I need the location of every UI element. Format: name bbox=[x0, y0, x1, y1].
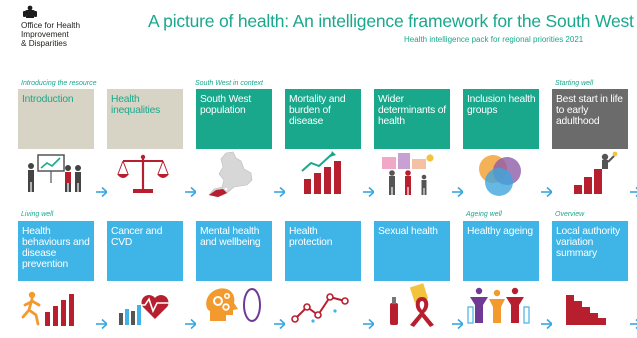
tile-title: South West population bbox=[200, 94, 252, 116]
ribbon-bottle-icon bbox=[390, 283, 434, 327]
head-gears-icon bbox=[206, 288, 261, 322]
tile-header: Wider determinants of health bbox=[374, 89, 450, 149]
tile-header: Mental health and wellbeing bbox=[196, 221, 272, 281]
tile-header: Cancer and CVD bbox=[107, 221, 183, 281]
tile-south-west-population[interactable]: South West population bbox=[196, 89, 272, 201]
stepped-bars-icon bbox=[566, 295, 606, 325]
tile-header: Best start in life to early adulthood bbox=[552, 89, 628, 149]
tile-header: Introduction bbox=[18, 89, 94, 149]
england-map-icon bbox=[208, 151, 253, 198]
tile-title: Wider determinants of health bbox=[378, 94, 446, 127]
tile-health-behaviours-and-disease-prevention[interactable]: Health behaviours and disease prevention bbox=[18, 221, 94, 333]
section-label-introducing: Introducing the resource bbox=[21, 80, 97, 87]
tile-title: Best start in life to early adulthood bbox=[556, 94, 623, 127]
section-label-overview: Overview bbox=[555, 211, 585, 218]
tile-title: Healthy ageing bbox=[467, 226, 533, 237]
tile-inclusion-health-groups[interactable]: Inclusion health groups bbox=[463, 89, 539, 201]
tile-health-protection[interactable]: Health protection bbox=[285, 221, 361, 333]
tile-sexual-health[interactable]: Sexual health bbox=[374, 221, 450, 333]
tile-header: Healthy ageing bbox=[463, 221, 539, 281]
tile-title: Health inequalities bbox=[111, 94, 161, 116]
tile-header: Mortality and burden of disease bbox=[285, 89, 361, 149]
tile-header: Health behaviours and disease prevention bbox=[18, 221, 94, 281]
tile-wider-determinants-of-health[interactable]: Wider determinants of health bbox=[374, 89, 450, 201]
tile-header: Local authority variation summary bbox=[552, 221, 628, 281]
network-chart-icon bbox=[291, 293, 349, 323]
presentation-people-icon bbox=[28, 154, 81, 192]
community-family-icon bbox=[382, 153, 434, 195]
page-subtitle: Health intelligence pack for regional pr… bbox=[404, 35, 584, 44]
section-label-ageing-well: Ageing well bbox=[466, 211, 502, 218]
tile-title: Mental health and wellbeing bbox=[200, 226, 261, 248]
tile-cancer-and-cvd[interactable]: Cancer and CVD bbox=[107, 221, 183, 333]
tile-header: Inclusion health groups bbox=[463, 89, 539, 149]
tile-healthy-ageing[interactable]: Healthy ageing bbox=[463, 221, 539, 333]
royal-crest-icon bbox=[23, 5, 37, 18]
runner-bars-icon bbox=[21, 291, 74, 326]
tile-title: Sexual health bbox=[378, 226, 438, 237]
page-title: A picture of health: An intelligence fra… bbox=[148, 11, 634, 31]
tile-header: Health inequalities bbox=[107, 89, 183, 149]
heart-pulse-bars-icon bbox=[119, 295, 171, 325]
balance-scales-icon bbox=[117, 154, 169, 193]
section-label-living-well: Living well bbox=[21, 211, 54, 218]
arrow-right-icon[interactable] bbox=[629, 186, 637, 198]
growth-steps-child-icon bbox=[574, 151, 618, 194]
tile-header: Health protection bbox=[285, 221, 361, 281]
tile-header: Sexual health bbox=[374, 221, 450, 281]
section-label-south-west: South West in context bbox=[195, 80, 263, 87]
arrow-right-icon[interactable] bbox=[629, 318, 637, 330]
tile-title: Health protection bbox=[289, 226, 333, 248]
tile-title: Health behaviours and disease prevention bbox=[22, 226, 90, 270]
section-label-starting-well: Starting well bbox=[555, 80, 594, 87]
tile-mortality-and-burden-of-disease[interactable]: Mortality and burden of disease bbox=[285, 89, 361, 201]
family-group-icon bbox=[467, 287, 530, 324]
tile-title: Cancer and CVD bbox=[111, 226, 163, 248]
tile-title: Inclusion health groups bbox=[467, 94, 536, 116]
tile-header: South West population bbox=[196, 89, 272, 149]
overlapping-circles-icon bbox=[479, 155, 521, 196]
rising-bar-chart-icon bbox=[301, 151, 341, 194]
tile-title: Mortality and burden of disease bbox=[289, 94, 346, 127]
tile-health-inequalities[interactable]: Health inequalities bbox=[107, 89, 183, 201]
tile-best-start-in-life-to-early-adulthood[interactable]: Best start in life to early adulthood bbox=[552, 89, 628, 201]
org-name: Office for Health Improvement & Disparit… bbox=[21, 21, 81, 48]
tile-local-authority-variation-summary[interactable]: Local authority variation summary bbox=[552, 221, 628, 333]
tile-mental-health-and-wellbeing[interactable]: Mental health and wellbeing bbox=[196, 221, 272, 333]
tile-title: Local authority variation summary bbox=[556, 226, 620, 259]
tile-title: Introduction bbox=[22, 94, 74, 105]
tile-introduction[interactable]: Introduction bbox=[18, 89, 94, 201]
